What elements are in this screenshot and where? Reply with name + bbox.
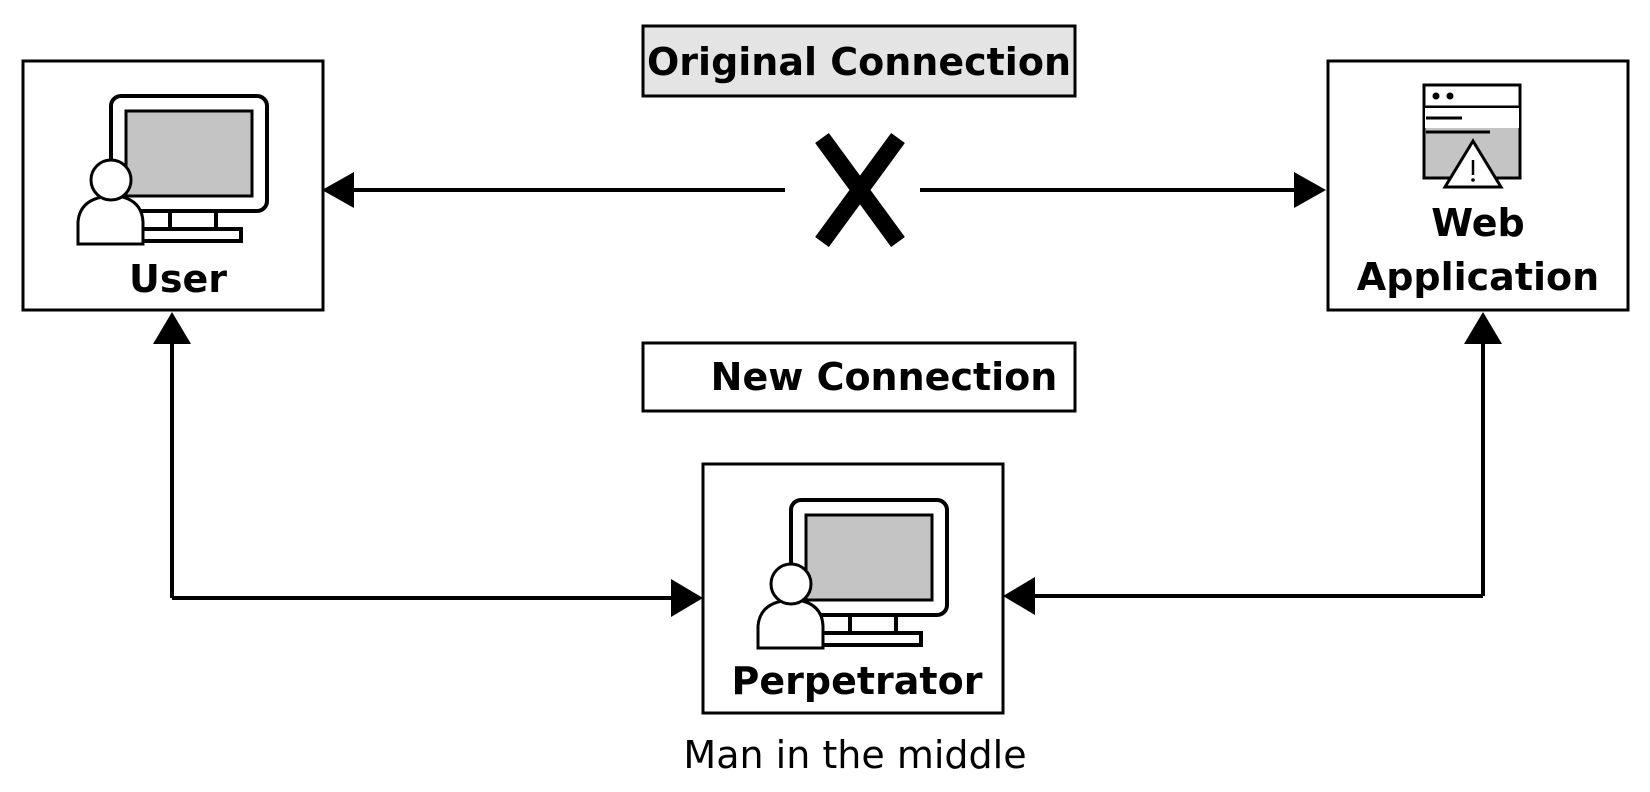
new-connection-webapp-path <box>1003 312 1502 615</box>
original-connection <box>322 132 1326 248</box>
user-at-computer-icon <box>76 94 269 246</box>
arrowhead-to-user <box>322 172 354 208</box>
new-label-box <box>641 341 1077 413</box>
perpetrator-node: Perpetrator <box>701 462 1005 715</box>
original-label-box <box>641 24 1077 98</box>
perpetrator-at-computer-icon <box>756 498 949 650</box>
original-label-text: Original Connection <box>647 40 1071 84</box>
new-connection-label: New Connection <box>641 341 1077 413</box>
arrowhead-to-web-app <box>1294 172 1326 208</box>
new-connection-user-path <box>153 312 703 617</box>
user-node: User <box>21 59 325 312</box>
arrowhead-up-to-user <box>153 312 191 344</box>
arrowhead-to-perpetrator-left <box>671 579 703 617</box>
new-label-text: New Connection <box>711 355 1058 399</box>
perpetrator-label: Perpetrator <box>732 659 983 703</box>
arrowhead-up-to-web-app <box>1464 312 1502 344</box>
web-app-label-line2: Application <box>1357 255 1599 299</box>
original-connection-label: Original Connection <box>641 24 1077 98</box>
user-label: User <box>129 257 227 301</box>
arrowhead-to-perpetrator-right <box>1003 577 1035 615</box>
web-app-label-line1: Web <box>1431 201 1525 245</box>
perpetrator-caption: Man in the middle <box>683 733 1026 777</box>
browser-window-warning-icon <box>1422 83 1522 189</box>
x-mark-icon <box>815 132 905 248</box>
web-app-node: Web Application <box>1326 59 1630 312</box>
